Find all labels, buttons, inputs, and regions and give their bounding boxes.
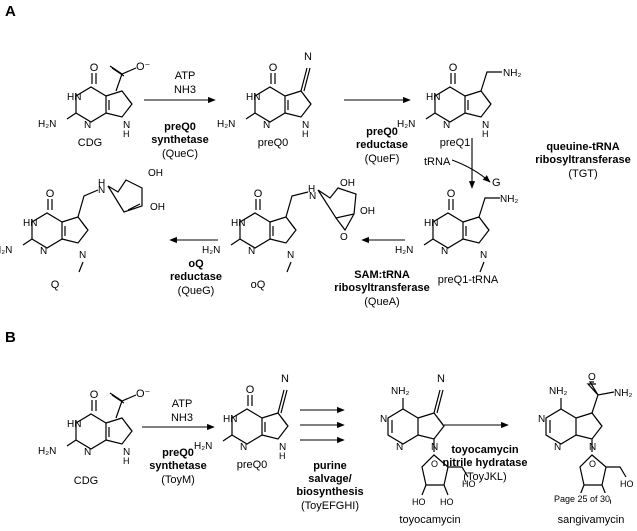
step4-enzyme-line2: ribosyltransferase bbox=[334, 282, 430, 294]
step1-reagent-nh3: NH3 bbox=[173, 84, 197, 96]
preq0-label: preQ0 bbox=[257, 137, 289, 149]
preq0-label-b: preQ0 bbox=[236, 459, 268, 471]
b-step2-enzyme-line1: purine bbox=[313, 460, 347, 472]
step2-enzyme-line2: reductase bbox=[356, 139, 408, 151]
preq1-trna-label: preQ1-tRNA bbox=[437, 274, 499, 286]
step5-enzyme-line2: reductase bbox=[170, 271, 222, 283]
svg-text:NH₂: NH₂ bbox=[503, 68, 521, 79]
preq1-structure-a: NH₂ bbox=[396, 61, 521, 139]
svg-text:N: N bbox=[79, 250, 86, 261]
step1-enzyme-line1: preQ0 bbox=[164, 121, 196, 133]
toyocamycin-label: toyocamycin bbox=[399, 514, 461, 526]
reaction-arrows-a bbox=[144, 96, 491, 244]
b-step2-gene: (ToyEFGHI) bbox=[300, 500, 360, 512]
preq0-structure-a: N bbox=[216, 51, 312, 139]
step4-gene: (QueA) bbox=[364, 296, 400, 308]
svg-text:OH: OH bbox=[148, 168, 163, 179]
step1-enzyme-line2: synthetase bbox=[151, 134, 209, 146]
reaction-arrows-b bbox=[142, 406, 509, 444]
svg-text:N: N bbox=[437, 373, 445, 385]
svg-text:N: N bbox=[98, 185, 105, 196]
cdg-label: CDG bbox=[77, 137, 103, 149]
step5-enzyme-line1: oQ bbox=[188, 258, 204, 270]
svg-text:OH: OH bbox=[340, 178, 355, 189]
b-step1-gene: (ToyM) bbox=[161, 474, 195, 486]
svg-text:N: N bbox=[287, 250, 294, 261]
panel-a-label: A bbox=[5, 3, 16, 20]
b-step1-reagent-atp: ATP bbox=[171, 398, 193, 410]
page-number: Page 25 of 30 bbox=[554, 493, 611, 505]
cdg-structure-a: O⁻ bbox=[37, 61, 151, 139]
step3-out-g: G bbox=[492, 177, 501, 189]
svg-text:N: N bbox=[309, 191, 316, 202]
oq-label: oQ bbox=[250, 279, 266, 291]
panel-b-label: B bbox=[5, 329, 16, 346]
svg-text:OH: OH bbox=[360, 206, 375, 217]
svg-text:N: N bbox=[281, 373, 289, 385]
b-step2-enzyme-line3: biosynthesis bbox=[296, 486, 364, 498]
oq-structure-a: N HN OH OH O bbox=[201, 178, 375, 273]
svg-text:O⁻: O⁻ bbox=[136, 388, 151, 400]
b-step3-enzyme-line1: toyocamycin bbox=[451, 444, 519, 456]
svg-text:NH₂: NH₂ bbox=[500, 194, 518, 205]
step2-gene: (QueF) bbox=[364, 153, 400, 165]
preq1-trna-structure-a: NH₂ N bbox=[394, 187, 518, 273]
sangivamycin-label: sangivamycin bbox=[557, 514, 625, 526]
step3-gene: (TGT) bbox=[568, 168, 598, 180]
step5-gene: (QueG) bbox=[177, 285, 215, 297]
b-step1-enzyme-line2: synthetase bbox=[149, 460, 207, 472]
step2-enzyme-line1: preQ0 bbox=[366, 126, 398, 138]
b-step3-gene: (ToyJKL) bbox=[463, 471, 507, 483]
q-label: Q bbox=[50, 279, 60, 291]
q-structure-a: N HN OH OH bbox=[0, 168, 165, 273]
toyocamycin-structure-b: N bbox=[379, 373, 477, 508]
svg-text:OH: OH bbox=[150, 202, 165, 213]
svg-text:O: O bbox=[340, 232, 348, 243]
svg-text:O⁻: O⁻ bbox=[136, 61, 151, 73]
step3-enzyme-line1: queuine-tRNA bbox=[546, 141, 620, 153]
b-step3-enzyme-line2: nitrile hydratase bbox=[442, 457, 528, 469]
step3-enzyme-line2: ribosyltransferase bbox=[535, 154, 631, 166]
preq0-structure-b: N bbox=[193, 373, 289, 461]
sangivamycin-structure-b: O NH₂ bbox=[537, 372, 635, 508]
svg-text:N: N bbox=[304, 51, 312, 63]
step1-reagent-atp: ATP bbox=[174, 70, 196, 82]
svg-text:N: N bbox=[480, 250, 487, 261]
svg-text:O: O bbox=[588, 372, 596, 383]
step1-gene: (QueC) bbox=[161, 148, 199, 160]
b-step2-enzyme-line2: salvage/ bbox=[308, 473, 352, 485]
svg-text:H: H bbox=[98, 178, 105, 189]
svg-text:NH₂: NH₂ bbox=[614, 388, 632, 399]
preq1-label: preQ1 bbox=[439, 137, 471, 149]
cdg-label-b: CDG bbox=[73, 475, 99, 487]
b-step1-reagent-nh3: NH3 bbox=[170, 412, 194, 424]
cdg-structure-b: O⁻ bbox=[37, 388, 151, 466]
svg-text:H: H bbox=[308, 184, 315, 195]
step4-enzyme-line1: SAM:tRNA bbox=[354, 269, 410, 281]
step3-in-trna: tRNA bbox=[424, 156, 451, 168]
b-step1-enzyme-line1: preQ0 bbox=[162, 447, 194, 459]
